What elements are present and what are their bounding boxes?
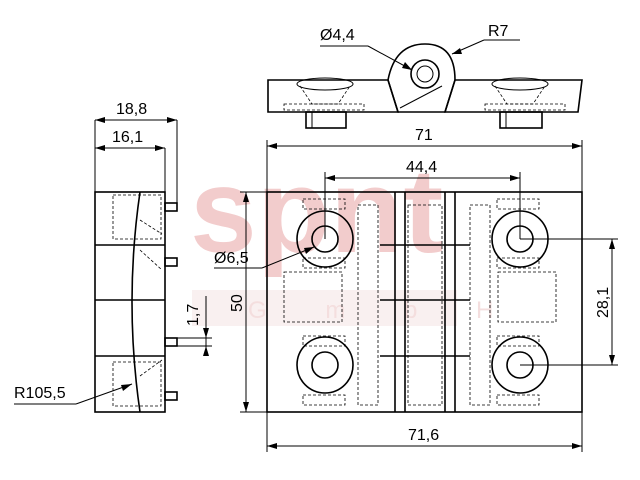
leader-r1055-arrow: [121, 384, 132, 391]
top-view-pin: [416, 65, 434, 83]
side-view-hidden-1: [112, 194, 162, 240]
top-view-countersink-left: [296, 77, 354, 91]
top-view-slot-left: [283, 103, 365, 111]
dim-161-arrow-l: [95, 145, 105, 151]
side-view-pin-4: [164, 391, 178, 401]
label-radius-face: R105,5: [14, 385, 66, 402]
front-view-hidden-pad-r: [497, 271, 557, 323]
top-view-knuckle-bore: [410, 59, 440, 89]
dim-444-arrow-l: [325, 175, 335, 181]
label-hole-dia: Ø6,5: [214, 250, 249, 267]
front-view: 71 44,4 Ø6,5 50 28,1 71,6: [214, 127, 618, 452]
dim-71-arrow-r: [572, 143, 582, 149]
front-view-hidden-pad-l: [283, 271, 343, 323]
side-view-pin-3: [164, 337, 178, 347]
leader-dia44-arrow: [402, 62, 412, 70]
top-view-countersink-left-hidden: [299, 85, 351, 105]
top-view-knuckle: [387, 43, 456, 113]
side-view-curved-face: [131, 191, 141, 413]
hole-bottom-left: [296, 335, 354, 406]
label-radius-knuckle: R7: [488, 23, 509, 40]
side-view-hidden-diag: [139, 219, 163, 377]
label-side-overall-width: 18,8: [116, 101, 147, 118]
label-hole-spacing-x: 44,4: [406, 159, 437, 176]
top-view-knuckle-edge: [399, 85, 443, 109]
dim-281-arrow-t: [609, 239, 615, 249]
label-side-plate-width: 16,1: [112, 129, 143, 146]
dim-716-arrow-l: [267, 443, 277, 449]
dim-17-arrow-b: [203, 346, 209, 356]
leader-r7-arrow: [452, 48, 462, 54]
side-view: 18,8 16,1 1,7 R105,5: [14, 101, 212, 413]
label-top-width: 71: [415, 127, 433, 144]
dim-188-arrow-l: [95, 117, 105, 123]
leader-dia65-arrow: [304, 247, 314, 254]
side-view-outline: [94, 191, 166, 413]
top-view-stud-right: [499, 111, 543, 129]
top-view-stud-left: [305, 111, 347, 129]
dim-50-arrow-t: [243, 192, 249, 202]
dim-444-arrow-r: [510, 175, 520, 181]
label-bottom-width: 71,6: [408, 427, 439, 444]
top-view-countersink-right: [491, 77, 549, 91]
front-view-hidden-slot-l: [357, 204, 379, 406]
dim-50-arrow-b: [243, 402, 249, 412]
top-view-left-leaf: [267, 79, 400, 113]
front-view-hidden-slot-m: [407, 204, 443, 406]
dim-716-arrow-r: [572, 443, 582, 449]
label-height: 50: [229, 294, 246, 312]
top-view-countersink-right-hidden: [494, 85, 546, 105]
dim-71-arrow-l: [267, 143, 277, 149]
side-view-hidden-2: [112, 361, 162, 407]
top-view-slot-right: [484, 103, 566, 111]
dim-17-arrow-t: [203, 328, 209, 338]
dim-281-arrow-b: [609, 355, 615, 365]
watermark-band: [192, 290, 457, 326]
watermark: spnt G m b H: [190, 144, 519, 326]
front-view-hidden-slot-r: [469, 204, 491, 406]
side-view-pin-2: [164, 257, 178, 267]
side-view-pin-1: [164, 202, 178, 212]
dim-188-arrow-r: [167, 117, 177, 123]
hole-bottom-right: [491, 335, 549, 406]
watermark-subtitle: G m b H: [248, 297, 519, 324]
label-hole-spacing-y: 28,1: [595, 287, 612, 318]
watermark-brand: spnt: [190, 144, 443, 278]
dim-161-arrow-r: [155, 145, 165, 151]
top-view-right-leaf: [443, 79, 583, 113]
label-hole-small-dia: Ø4,4: [320, 27, 355, 44]
top-view: Ø4,4 R7: [267, 23, 583, 129]
front-view-outline: [266, 191, 583, 413]
label-pin-offset: 1,7: [185, 304, 202, 326]
